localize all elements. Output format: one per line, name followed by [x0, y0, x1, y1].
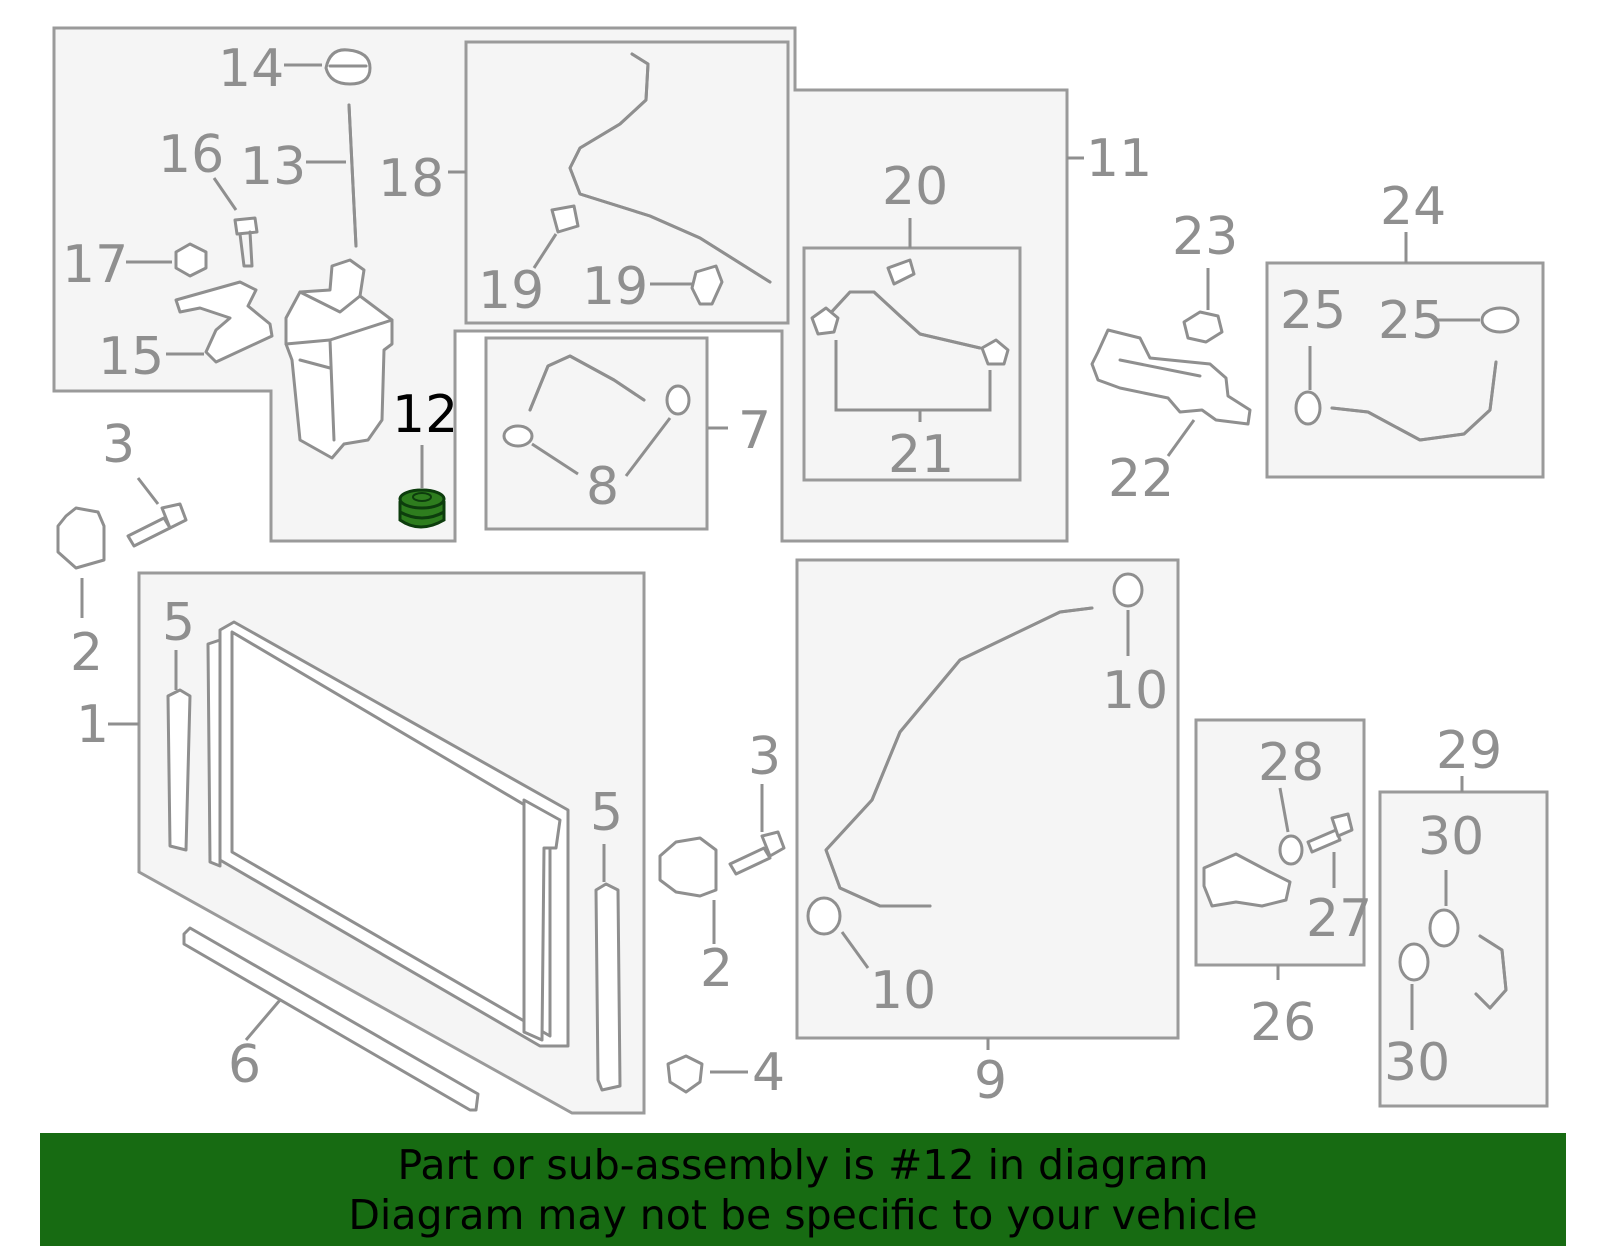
callout-21: 21 [888, 425, 954, 485]
washer-28 [1278, 834, 1304, 866]
callout-19a: 19 [478, 261, 544, 321]
callout-20: 20 [882, 157, 948, 217]
bolt-27 [1306, 828, 1342, 854]
seal-5-left [166, 688, 192, 852]
callout-9: 9 [974, 1051, 1007, 1111]
callout-5-left: 5 [162, 593, 195, 653]
group-box-24 [1265, 261, 1545, 479]
leader-lines [80, 63, 1480, 1074]
callout-28: 28 [1258, 733, 1324, 793]
clamp-10-top [1112, 572, 1144, 608]
callout-3-left: 3 [102, 415, 135, 475]
callout-2-mid: 2 [700, 939, 733, 999]
callout-22: 22 [1108, 449, 1174, 509]
callout-2-left: 2 [70, 623, 103, 683]
group-box-20-21 [802, 246, 1022, 482]
bolt-3-left [126, 516, 172, 548]
callout-27: 27 [1306, 889, 1372, 949]
callout-26: 26 [1250, 993, 1316, 1053]
callout-3-mid: 3 [748, 727, 781, 787]
callout-18: 18 [378, 149, 444, 209]
callout-labels: 14 16 13 18 17 15 19 19 12 8 7 20 21 11 … [62, 39, 1502, 1111]
bracket-15 [174, 280, 274, 364]
callout-7: 7 [738, 401, 771, 461]
callout-4: 4 [752, 1043, 785, 1103]
clamp-8a [502, 424, 534, 448]
clamp-21a [810, 306, 840, 336]
bolt-3-mid [728, 846, 772, 876]
bracket-2-left [56, 506, 106, 570]
radiator-1 [206, 620, 570, 1048]
cap-14 [324, 48, 372, 86]
callout-11: 11 [1086, 129, 1152, 189]
clamp-8b [665, 384, 691, 416]
sensor-26 [1202, 852, 1292, 908]
clamp-30a [1428, 908, 1460, 948]
housing-22 [1090, 328, 1252, 426]
connector-20 [886, 258, 916, 286]
callout-8: 8 [586, 457, 619, 517]
clamp-25a [1294, 390, 1322, 426]
clamp-30b [1398, 942, 1430, 982]
reservoir-tank [284, 258, 394, 460]
highlighted-part-12 [398, 488, 446, 529]
cap-23 [1182, 310, 1224, 344]
callout-29: 29 [1436, 721, 1502, 781]
connector-19b [690, 264, 724, 306]
callout-25b: 25 [1378, 291, 1444, 351]
seal-5-right [594, 882, 622, 1092]
group-box-18 [464, 40, 790, 325]
callout-12: 12 [392, 385, 458, 445]
callout-1: 1 [76, 695, 109, 755]
callout-14: 14 [218, 39, 284, 99]
strip-6 [182, 926, 480, 1112]
banner-line-2: Diagram may not be specific to your vehi… [348, 1191, 1258, 1239]
callout-30b: 30 [1384, 1033, 1450, 1093]
callout-10-top: 10 [1102, 661, 1168, 721]
group-box-9 [795, 558, 1180, 1040]
clamp-25b [1480, 306, 1520, 334]
nut-4 [666, 1054, 704, 1094]
callout-24: 24 [1380, 177, 1446, 237]
callout-13: 13 [240, 137, 306, 197]
callout-30a: 30 [1418, 807, 1484, 867]
callout-15: 15 [98, 327, 164, 387]
connector-19a [550, 204, 580, 234]
clamp-21b [980, 338, 1010, 366]
callout-25a: 25 [1280, 281, 1346, 341]
callout-19b: 19 [582, 257, 648, 317]
callout-23: 23 [1172, 207, 1238, 267]
callout-10-bottom: 10 [870, 961, 936, 1021]
clamp-10-bottom [806, 896, 842, 936]
banner-line-1: Part or sub-assembly is #12 in diagram [397, 1141, 1209, 1189]
callout-5-right: 5 [590, 783, 623, 843]
callout-17: 17 [62, 235, 128, 295]
nut-17 [174, 242, 208, 278]
callout-6: 6 [228, 1035, 261, 1095]
callout-16: 16 [158, 125, 224, 185]
bolt-16 [233, 216, 259, 268]
info-banner: Part or sub-assembly is #12 in diagram D… [40, 1133, 1566, 1246]
bracket-2-mid [658, 836, 718, 898]
